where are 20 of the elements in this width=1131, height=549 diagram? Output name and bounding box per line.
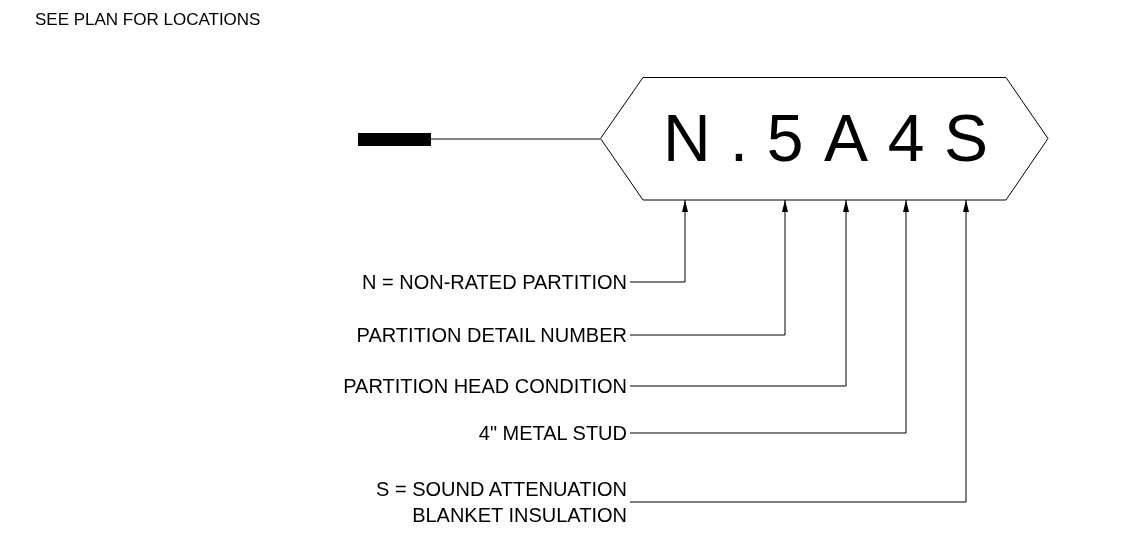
leader-line [629, 199, 849, 387]
tag-character: 4 [884, 105, 928, 200]
callout-text: PARTITION DETAIL NUMBER [300, 322, 627, 348]
leader-line [629, 199, 688, 283]
leader-line [629, 199, 969, 503]
callout-text: PARTITION HEAD CONDITION [300, 373, 627, 399]
leader-line [629, 199, 788, 336]
tag-character: S [944, 105, 988, 200]
tag-character: 5 [763, 105, 807, 200]
leader-line [629, 199, 909, 434]
tag-character: . [719, 105, 759, 200]
partition-tag [600, 77, 1049, 201]
note-text: SEE PLAN FOR LOCATIONS [35, 10, 261, 30]
callout-text: N = NON-RATED PARTITION [300, 269, 627, 295]
connector-line [430, 138, 601, 140]
callout-text: 4" METAL STUD [300, 420, 627, 446]
tag-character: N [663, 105, 707, 200]
wall-symbol [358, 133, 431, 146]
tag-character: A [824, 105, 868, 200]
callout-text: S = SOUND ATTENUATION BLANKET INSULATION [300, 476, 627, 530]
